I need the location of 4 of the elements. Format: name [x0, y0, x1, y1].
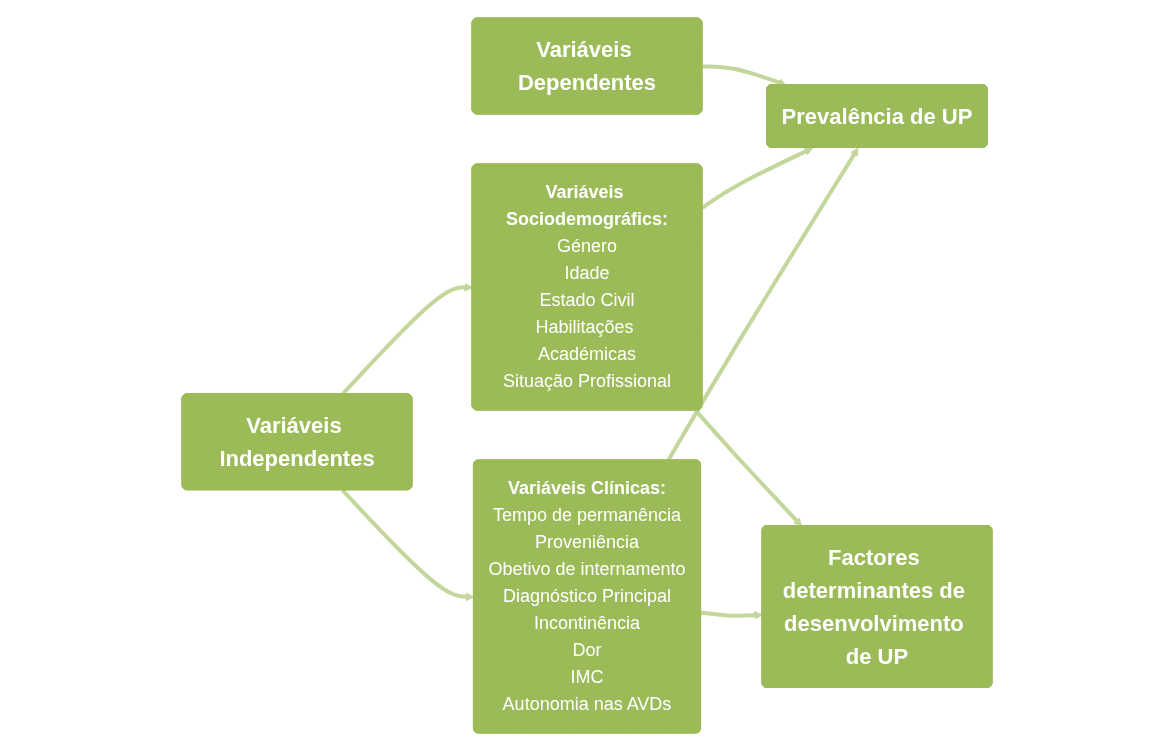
arrow [700, 610, 763, 620]
arrow [340, 488, 474, 602]
arrow [700, 147, 813, 210]
arrow [665, 147, 858, 462]
